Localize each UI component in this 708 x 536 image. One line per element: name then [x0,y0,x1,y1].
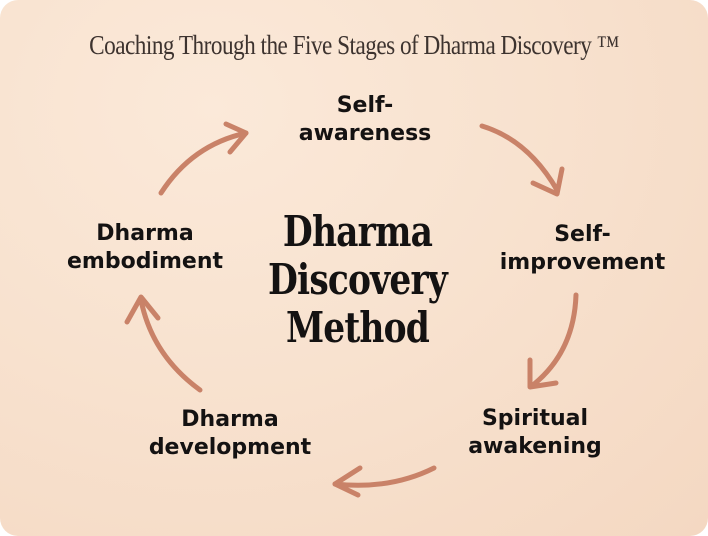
stage-self-improvement: Self- improvement [499,222,666,275]
arrow-dharma-embodiment-to-self-awareness [158,121,249,196]
stage-self-awareness: Self- awareness [298,93,432,146]
arrow-self-improvement-to-spiritual-awakening [527,292,579,390]
diagram-title: Coaching Through the Five Stages of Dhar… [89,30,619,60]
arrow-self-awareness-to-self-improvement [479,123,565,197]
stage-dharma-embodiment: Dharma embodiment [66,221,224,274]
arrow-dharma-development-to-dharma-embodiment [124,294,203,393]
center-method-label: Dharma Discovery Method [268,207,448,352]
stage-spiritual-awakening: Spiritual awakening [468,406,602,459]
arrow-spiritual-awakening-to-dharma-development [332,465,437,498]
stage-dharma-development: Dharma development [148,407,312,460]
